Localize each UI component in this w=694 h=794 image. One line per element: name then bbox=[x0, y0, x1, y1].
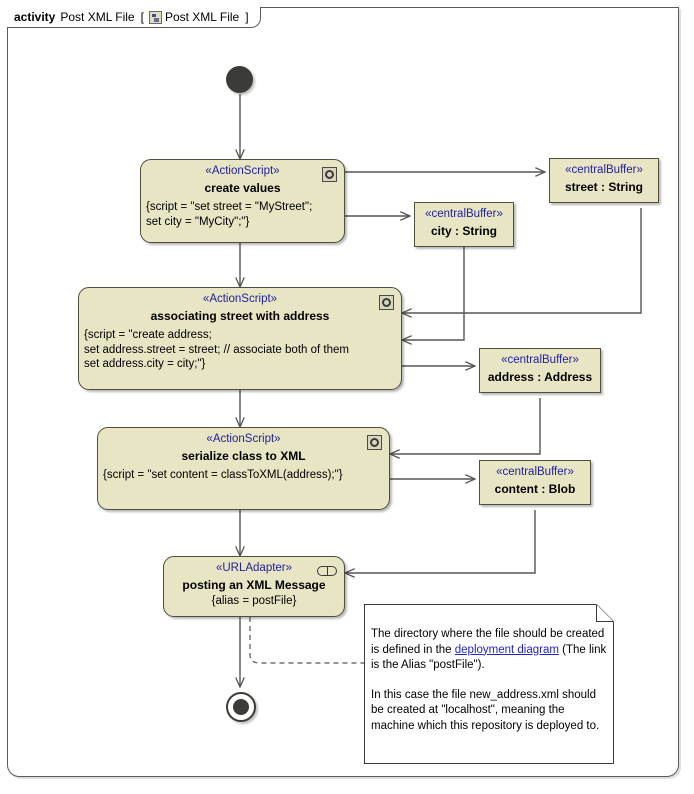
stereotype-label: «ActionScript» bbox=[205, 165, 280, 177]
note-paragraph-2: In this case the file new_address.xml sh… bbox=[371, 688, 600, 732]
frame-bracket-open: [ bbox=[140, 10, 144, 24]
stereotype-label: «ActionScript» bbox=[206, 433, 281, 445]
node-name: associating street with address bbox=[150, 309, 330, 323]
frame-keyword: activity bbox=[14, 10, 56, 24]
script-icon bbox=[367, 435, 382, 450]
frame-name: Post XML File bbox=[60, 10, 135, 24]
stereotype-label: «centralBuffer» bbox=[496, 466, 574, 478]
activity-final-node[interactable] bbox=[226, 692, 256, 722]
socket-icon bbox=[317, 566, 337, 576]
initial-node[interactable] bbox=[226, 66, 253, 93]
script-icon bbox=[322, 167, 337, 182]
node-body: {script = "set street = "MyStreet"; set … bbox=[146, 201, 313, 228]
deployment-diagram-link[interactable]: deployment diagram bbox=[454, 643, 559, 656]
stereotype-label: «centralBuffer» bbox=[565, 164, 643, 176]
node-body: {script = "create address; set address.s… bbox=[84, 329, 349, 370]
activity-diagram-icon bbox=[148, 10, 162, 24]
action-posting-xml-message[interactable]: «URLAdapter» posting an XML Message {ali… bbox=[163, 556, 345, 617]
frame-bracket-close: ] bbox=[245, 10, 249, 24]
action-serialize-class-to-xml[interactable]: «ActionScript» serialize class to XML {s… bbox=[97, 427, 390, 510]
node-body: {script = "set content = classToXML(addr… bbox=[103, 469, 343, 481]
comment-note[interactable]: The directory where the file should be c… bbox=[364, 604, 614, 764]
node-name: city : String bbox=[430, 224, 497, 238]
object-node-content[interactable]: «centralBuffer» content : Blob bbox=[479, 460, 591, 505]
note-fold-corner bbox=[596, 604, 614, 622]
action-create-values[interactable]: «ActionScript» create values {script = "… bbox=[140, 159, 345, 243]
object-node-city[interactable]: «centralBuffer» city : String bbox=[414, 202, 514, 247]
script-icon bbox=[379, 295, 394, 310]
activity-frame-header: activity Post XML File [ Post XML File ] bbox=[7, 7, 261, 28]
stereotype-label: «centralBuffer» bbox=[425, 208, 503, 220]
stereotype-label: «centralBuffer» bbox=[501, 354, 579, 366]
stereotype-label: «URLAdapter» bbox=[215, 562, 293, 574]
note-text-after-link: (The link is the Alias "postFile"). bbox=[371, 643, 607, 671]
node-name: posting an XML Message bbox=[182, 578, 326, 592]
node-name: serialize class to XML bbox=[181, 449, 306, 463]
node-body: {alias = postFile} bbox=[211, 595, 297, 607]
note-text-before-link: The directory where the file should be c… bbox=[371, 628, 605, 656]
object-node-street[interactable]: «centralBuffer» street : String bbox=[549, 158, 659, 203]
node-name: address : Address bbox=[487, 370, 593, 384]
node-name: content : Blob bbox=[494, 482, 576, 496]
object-node-address[interactable]: «centralBuffer» address : Address bbox=[479, 348, 601, 393]
stereotype-label: «ActionScript» bbox=[202, 293, 278, 305]
node-name: street : String bbox=[564, 180, 643, 194]
note-paragraph-1: The directory where the file should be c… bbox=[365, 605, 613, 674]
frame-inner-name: Post XML File bbox=[164, 10, 240, 24]
action-associating-street-with-address[interactable]: «ActionScript» associating street with a… bbox=[78, 287, 402, 390]
node-name: create values bbox=[204, 181, 281, 195]
